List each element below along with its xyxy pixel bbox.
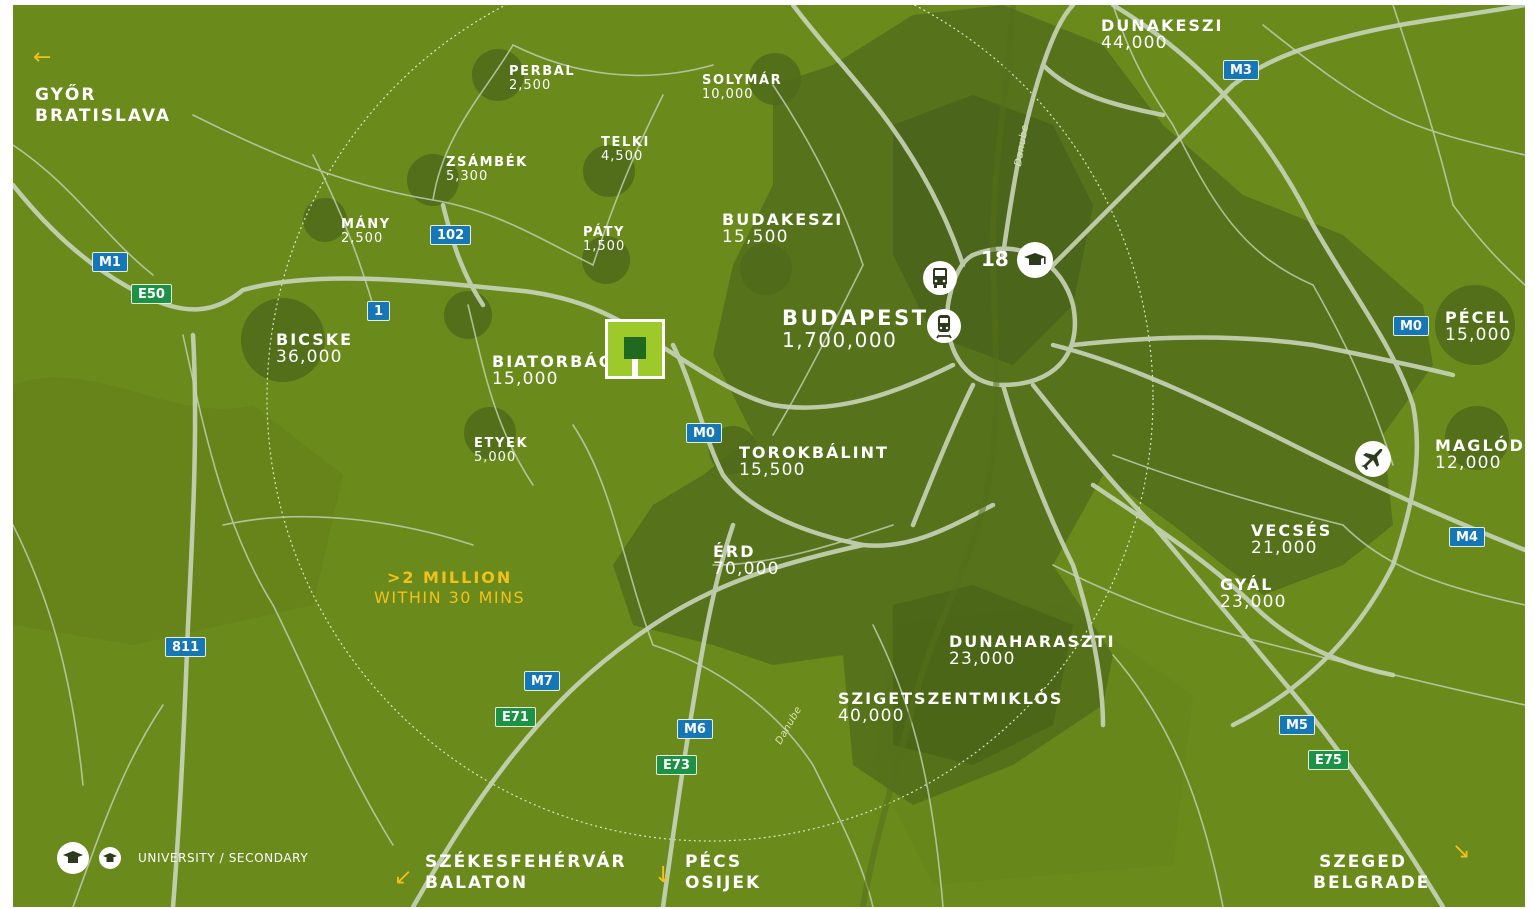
shield-e50: E50: [131, 284, 172, 304]
legend-label: UNIVERSITY / SECONDARY: [138, 851, 309, 865]
shield-m3: M3: [1223, 60, 1259, 80]
shield-route-1: 1: [367, 301, 391, 321]
legend-university-icon: [56, 841, 90, 875]
shield-102: 102: [430, 225, 472, 245]
shield-e71: E71: [495, 707, 536, 727]
shield-m7: M7: [524, 671, 560, 691]
bus-icon: [922, 260, 958, 296]
shield-e73: E73: [656, 755, 697, 775]
shield-e75: E75: [1308, 750, 1349, 770]
shield-811: 811: [165, 637, 207, 657]
map-background: [13, 5, 1525, 907]
train-icon: [926, 308, 962, 344]
arrow-south-icon: ↓: [654, 863, 673, 888]
shield-m4: M4: [1449, 527, 1485, 547]
shield-m5: M5: [1279, 715, 1315, 735]
shield-m0-east: M0: [1393, 316, 1429, 336]
secondary-school-icon: [98, 846, 122, 870]
arrow-southeast-icon: ↘: [1452, 839, 1471, 864]
shield-m6: M6: [677, 719, 713, 739]
arrow-west-icon: ←: [33, 45, 52, 70]
site-marker-icon[interactable]: [605, 319, 665, 379]
shield-m1: M1: [92, 252, 128, 272]
shield-m0-west: M0: [686, 423, 722, 443]
arrow-southwest-icon: ↙: [394, 865, 413, 890]
airplane-icon: [1354, 440, 1392, 478]
university-count: 18: [981, 247, 1009, 271]
university-icon: [1016, 241, 1054, 279]
